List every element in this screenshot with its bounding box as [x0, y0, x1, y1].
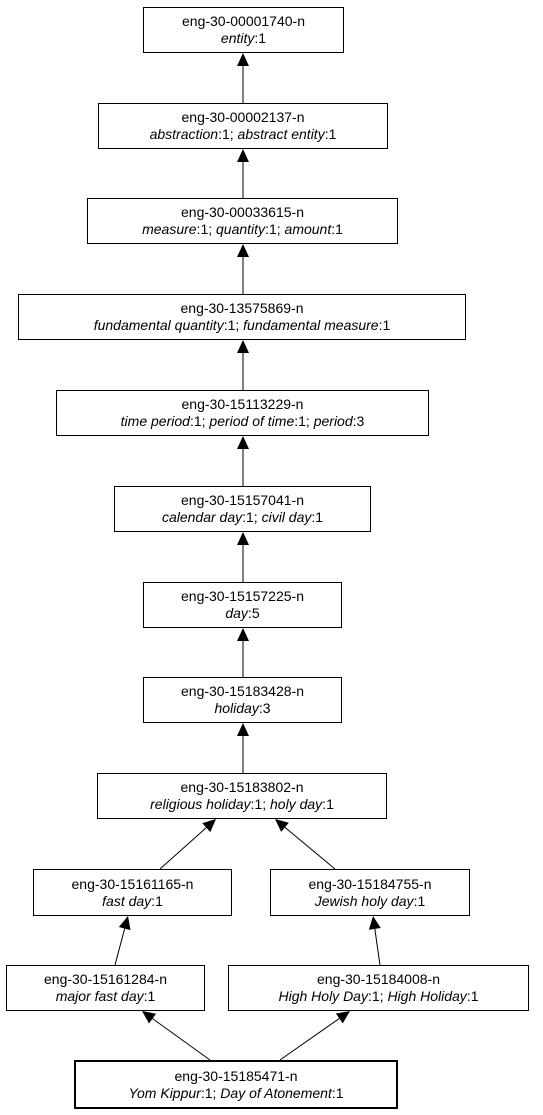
synset-node-time-period: eng-30-15113229-n time period:1; period … — [56, 390, 429, 436]
synset-id: eng-30-15183802-n — [180, 779, 304, 795]
synset-id: eng-30-13575869-n — [180, 300, 304, 316]
synset-node-religious-holiday: eng-30-15183802-n religious holiday:1; h… — [97, 773, 387, 819]
synset-node-major-fast-day: eng-30-15161284-n major fast day:1 — [6, 965, 205, 1011]
arrowhead-icon — [237, 53, 249, 66]
synset-node-jewish-holy-day: eng-30-15184755-n Jewish holy day:1 — [270, 869, 470, 916]
synset-node-holiday: eng-30-15183428-n holiday:3 — [143, 677, 342, 723]
synset-id: eng-30-15113229-n — [181, 396, 304, 412]
synset-node-entity: eng-30-00001740-n entity:1 — [143, 7, 344, 53]
synset-id: eng-30-15161165-n — [71, 875, 194, 892]
synset-id: eng-30-00002137-n — [181, 109, 305, 125]
synset-lemmas: entity:1 — [220, 30, 267, 46]
hypernym-edge — [284, 826, 336, 870]
synset-id: eng-30-00033615-n — [181, 204, 304, 220]
synset-id: eng-30-15157041-n — [181, 492, 304, 508]
synset-id: eng-30-00001740-n — [182, 13, 305, 29]
arrowhead-icon — [237, 340, 249, 353]
hypernym-edge — [374, 928, 381, 966]
synset-lemmas: major fast day:1 — [55, 988, 156, 1004]
arrowhead-icon — [237, 436, 249, 449]
synset-lemmas: calendar day:1; civil day:1 — [161, 509, 324, 525]
arrowhead-icon — [237, 532, 249, 545]
synset-id: eng-30-15183428-n — [181, 683, 304, 699]
arrowhead-icon — [275, 819, 289, 832]
synset-id: eng-30-15184008-n — [317, 971, 440, 987]
hypernym-edge — [114, 928, 126, 966]
arrowhead-icon — [118, 916, 131, 931]
hypernym-edge — [152, 1018, 211, 1061]
synset-id: eng-30-15184755-n — [308, 875, 432, 892]
synset-node-measure: eng-30-00033615-n measure:1; quantity:1;… — [87, 198, 398, 244]
synset-lemmas: Jewish holy day:1 — [314, 892, 426, 909]
synset-lemmas: time period:1; period of time:1; period:… — [120, 413, 365, 429]
synset-id: eng-30-15161284-n — [44, 971, 167, 987]
arrowhead-icon — [335, 1011, 350, 1024]
arrowhead-icon — [237, 723, 249, 736]
synset-id: eng-30-15157225-n — [181, 588, 304, 604]
arrowhead-icon — [237, 628, 249, 641]
arrowhead-icon — [237, 244, 249, 257]
arrowhead-icon — [142, 1011, 157, 1024]
synset-node-calendar-day: eng-30-15157041-n calendar day:1; civil … — [114, 486, 371, 532]
synset-node-fundamental-quantity: eng-30-13575869-n fundamental quantity:1… — [18, 294, 466, 340]
synset-lemmas: measure:1; quantity:1; amount:1 — [142, 221, 343, 237]
synset-node-abstraction: eng-30-00002137-n abstraction:1; abstrac… — [98, 103, 388, 149]
synset-lemmas: religious holiday:1; holy day:1 — [150, 796, 334, 812]
synset-lemmas: fundamental quantity:1; fundamental meas… — [93, 317, 391, 333]
synset-lemmas: holiday:3 — [214, 700, 271, 716]
hypernym-edge — [159, 827, 207, 870]
synset-lemmas: fast day:1 — [102, 892, 163, 909]
synset-lemmas: day:5 — [225, 605, 260, 621]
arrowhead-icon — [368, 916, 381, 930]
arrowhead-icon — [237, 149, 249, 162]
arrowhead-icon — [202, 819, 216, 833]
synset-node-yom-kippur: eng-30-15185471-n Yom Kippur:1; Day of A… — [74, 1060, 398, 1109]
synset-lemmas: Yom Kippur:1; Day of Atonement:1 — [128, 1084, 344, 1101]
synset-id: eng-30-15185471-n — [174, 1067, 298, 1084]
synset-node-high-holy-day: eng-30-15184008-n High Holy Day:1; High … — [228, 965, 529, 1011]
hypernym-edge — [279, 1018, 340, 1061]
synset-node-fast-day: eng-30-15161165-n fast day:1 — [33, 869, 232, 916]
synset-lemmas: abstraction:1; abstract entity:1 — [149, 126, 337, 142]
synset-node-day: eng-30-15157225-n day:5 — [143, 582, 342, 628]
synset-lemmas: High Holy Day:1; High Holiday:1 — [278, 988, 479, 1004]
